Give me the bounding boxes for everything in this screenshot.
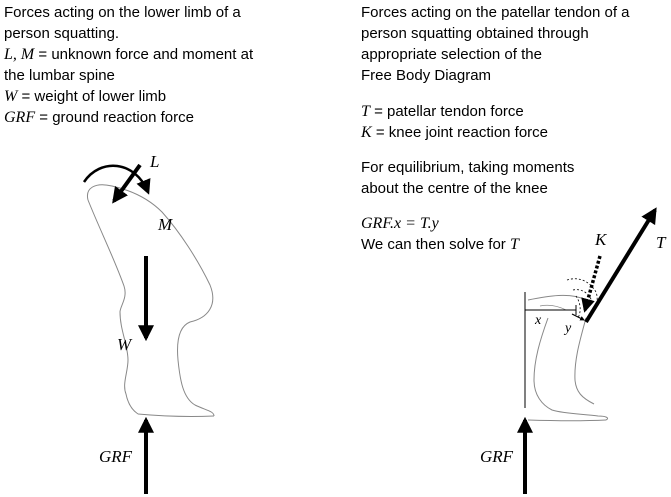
label-x: x (534, 313, 542, 328)
label-m: M (157, 215, 173, 234)
t-definition: = patellar tendon force (369, 103, 524, 120)
right-line-1: Forces acting on the patellar tendon of … (361, 4, 630, 21)
grf-definition: = ground reaction force (35, 109, 194, 126)
right-line-6: K = knee joint reaction force (361, 122, 548, 143)
left-line-2: person squatting. (4, 25, 120, 42)
right-line-8: about the centre of the knee (361, 180, 548, 197)
label-l: L (149, 152, 159, 171)
moment-m-arc (82, 164, 151, 195)
label-grf-left: GRF (99, 447, 133, 466)
label-k: K (594, 230, 608, 249)
right-equilibrium: For equilibrium, taking moments about th… (361, 157, 574, 199)
w-symbol: W (4, 88, 18, 105)
right-description: Forces acting on the patellar tendon of … (361, 2, 630, 86)
right-line-4: Free Body Diagram (361, 67, 492, 84)
t-symbol: T (361, 103, 370, 120)
right-line-7: For equilibrium, taking moments (361, 159, 575, 176)
label-grf-right: GRF (480, 447, 514, 466)
solve-symbol: T (509, 236, 519, 253)
lm-definition: = unknown force and moment at (34, 46, 254, 63)
label-w: W (117, 335, 133, 354)
force-t-arrow (584, 207, 657, 324)
right-definitions: T = patellar tendon force K = knee joint… (361, 101, 548, 143)
right-line-3: appropriate selection of the (361, 46, 542, 63)
moment-equation: GRF.x = T.y (361, 215, 439, 232)
k-symbol: K (361, 124, 372, 141)
left-description: Forces acting on the lower limb of a per… (4, 2, 253, 128)
left-line-1: Forces acting on the lower limb of a (4, 4, 241, 21)
force-l-arrow (112, 163, 142, 204)
k-definition: = knee joint reaction force (371, 124, 549, 141)
lm-symbol: L, M (4, 46, 35, 63)
right-solution: GRF.x = T.y We can then solve for T (361, 213, 519, 255)
solve-text: We can then solve for (361, 236, 510, 253)
force-k-arrow (581, 255, 602, 313)
left-line-5: W = weight of lower limb (4, 86, 253, 107)
grf-symbol: GRF (4, 109, 36, 126)
left-line-4: the lumbar spine (4, 67, 115, 84)
right-line-2: person squatting obtained through (361, 25, 589, 42)
label-y: y (563, 321, 572, 336)
w-definition: = weight of lower limb (17, 88, 167, 105)
right-line-10: We can then solve for T (361, 234, 519, 255)
dim-y (571, 313, 585, 321)
left-line-6: GRF = ground reaction force (4, 107, 253, 128)
label-t: T (656, 233, 667, 252)
right-line-5: T = patellar tendon force (361, 101, 548, 122)
left-line-3: L, M = unknown force and moment at (4, 44, 253, 65)
left-limb-outline (86, 184, 215, 417)
